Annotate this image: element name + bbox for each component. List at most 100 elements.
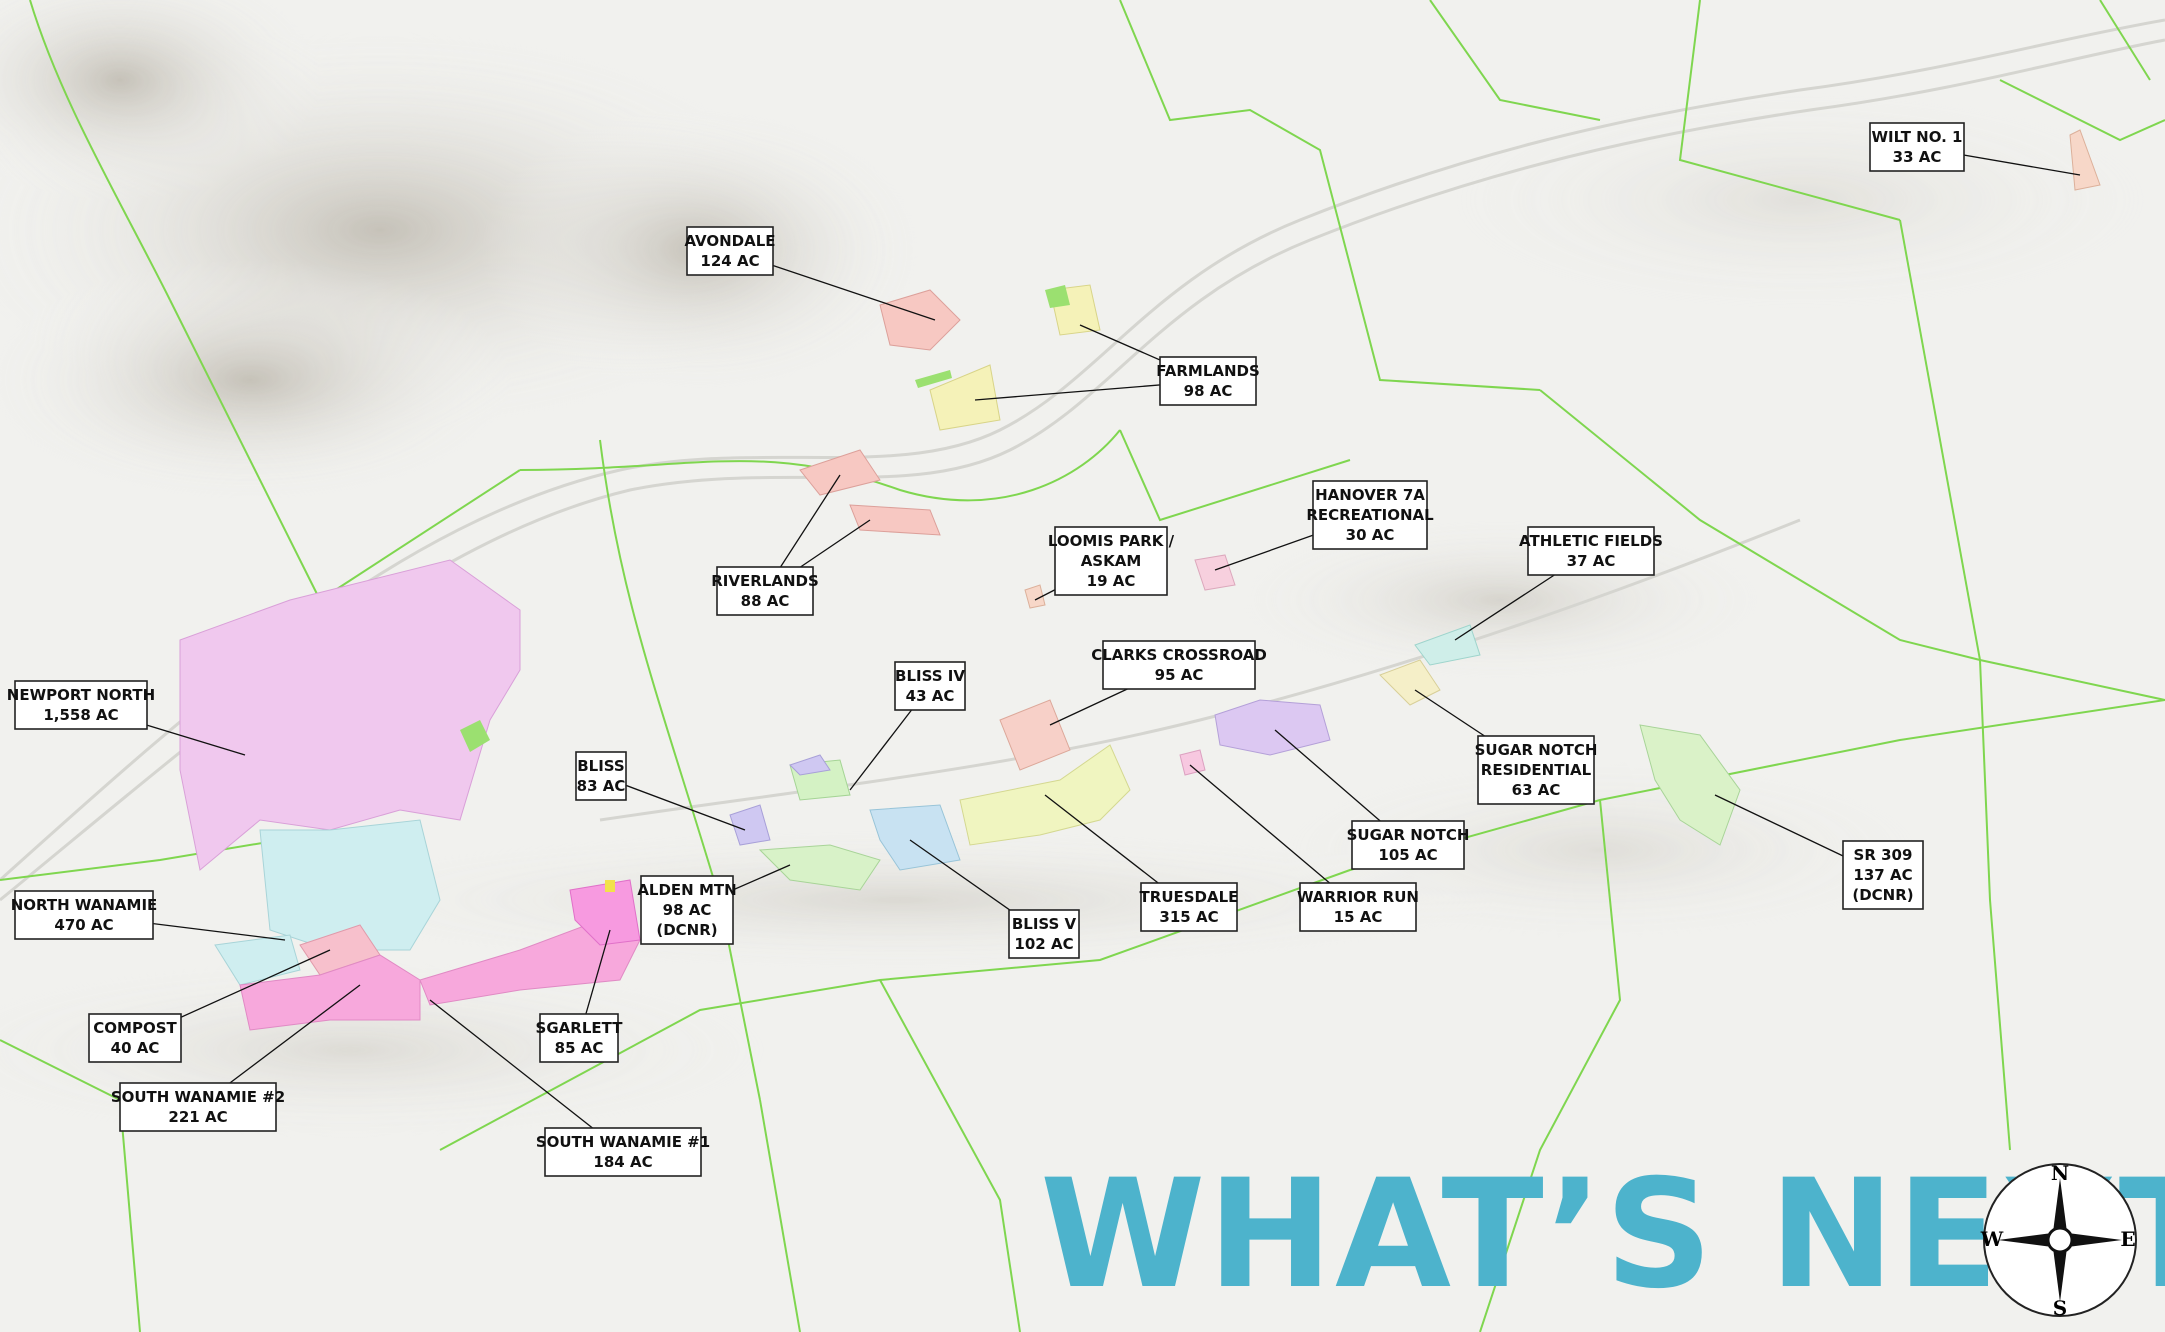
label-line: 88 AC [741, 592, 790, 610]
page-title: WHAT’S NEXT [1040, 1148, 2165, 1322]
label-line: 33 AC [1893, 148, 1942, 166]
label-box [575, 751, 627, 801]
label-line: 1,558 AC [43, 706, 118, 724]
parcel-avondale [879, 289, 961, 351]
label-name: SOUTH WANAMIE #1 [536, 1133, 710, 1151]
label-line: 221 AC [168, 1108, 227, 1126]
compass-arrow-e [2060, 1232, 2122, 1248]
label-name: BLISS V [1012, 915, 1077, 933]
label-line: 98 AC [1184, 382, 1233, 400]
parcel-label[interactable]: WILT NO. 1 33 AC [1869, 122, 1965, 172]
leader-line [429, 999, 624, 1153]
label-box [1140, 882, 1238, 932]
label-box [1842, 840, 1924, 910]
label-line: 19 AC [1087, 572, 1136, 590]
label-line: 15 AC [1334, 908, 1383, 926]
label-name: HANOVER 7A [1315, 486, 1425, 504]
parcel-hanover-7a [1194, 554, 1236, 591]
parcel-green-3 [915, 370, 952, 388]
label-line: 315 AC [1159, 908, 1218, 926]
compass-s: S [2053, 1296, 2067, 1320]
parcel-sugar-notch [1214, 699, 1331, 756]
label-line: 98 AC [663, 901, 712, 919]
label-box [1159, 356, 1257, 406]
label-name: AVONDALE [684, 232, 775, 250]
parcel-north-wanamie [259, 819, 441, 951]
label-line: RESIDENTIAL [1481, 761, 1592, 779]
parcel-label[interactable]: AVONDALE 124 AC [684, 226, 776, 276]
parcel-sgarlett-marker [605, 880, 615, 892]
compass-rose: N S E W [1980, 1161, 2137, 1320]
label-name: COMPOST [93, 1019, 177, 1037]
label-line: 63 AC [1512, 781, 1561, 799]
parcel-south-wanamie-1 [419, 919, 641, 1006]
parcel-farmlands-2 [929, 364, 1001, 431]
label-box [1869, 122, 1965, 172]
label-box [716, 566, 814, 616]
parcel-newport-north [179, 559, 521, 871]
compass-w: W [1980, 1227, 2004, 1251]
label-line: 137 AC [1853, 866, 1912, 884]
label-box [544, 1127, 702, 1177]
label-box [1477, 735, 1595, 805]
label-line: 43 AC [906, 687, 955, 705]
label-line: 95 AC [1155, 666, 1204, 684]
parcel-loomis-park [1024, 584, 1046, 609]
parcel-green-1 [460, 720, 490, 752]
parcel-warrior-run [1179, 749, 1206, 776]
label-box [539, 1013, 619, 1063]
label-name: SGARLETT [536, 1019, 624, 1037]
label-line: 124 AC [700, 252, 759, 270]
label-name: NORTH WANAMIE [11, 896, 158, 914]
label-box [14, 890, 154, 940]
parcel-riverlands-2 [849, 504, 941, 536]
parcels [179, 129, 2101, 1031]
label-line: 37 AC [1567, 552, 1616, 570]
label-box [88, 1013, 182, 1063]
parcel-label[interactable]: CLARKS CROSSROAD 95 AC [1091, 640, 1267, 690]
label-name: ATHLETIC FIELDS [1519, 532, 1663, 550]
label-line: ASKAM [1081, 552, 1142, 570]
compass-n: N [2051, 1161, 2069, 1185]
label-name: SR 309 [1854, 846, 1913, 864]
parcel-label[interactable]: WARRIOR RUN 15 AC [1297, 882, 1419, 932]
label-name: CLARKS CROSSROAD [1091, 646, 1267, 664]
parcel-label[interactable]: ATHLETIC FIELDS 37 AC [1519, 526, 1663, 576]
label-box [1527, 526, 1655, 576]
label-name: ALDEN MTN [637, 881, 736, 899]
label-name: WILT NO. 1 [1872, 128, 1963, 146]
parcel-alden-mtn [758, 844, 881, 891]
label-box [1102, 640, 1256, 690]
label-line: RECREATIONAL [1306, 506, 1434, 524]
compass-arrow-n [2052, 1178, 2068, 1240]
label-name: WARRIOR RUN [1297, 888, 1419, 906]
label-box [1054, 526, 1168, 596]
parcel-label[interactable]: TRUESDALE 315 AC [1140, 882, 1239, 932]
label-name: SOUTH WANAMIE #2 [111, 1088, 285, 1106]
label-box [1312, 480, 1428, 550]
parcel-sr309 [1639, 724, 1741, 846]
label-box [894, 661, 966, 711]
label-line: 105 AC [1378, 846, 1437, 864]
parcel-label[interactable]: SOUTH WANAMIE #2 221 AC [111, 1082, 285, 1132]
label-name: TRUESDALE [1140, 888, 1239, 906]
parcel-bliss-v [869, 804, 961, 871]
label-box [686, 226, 774, 276]
